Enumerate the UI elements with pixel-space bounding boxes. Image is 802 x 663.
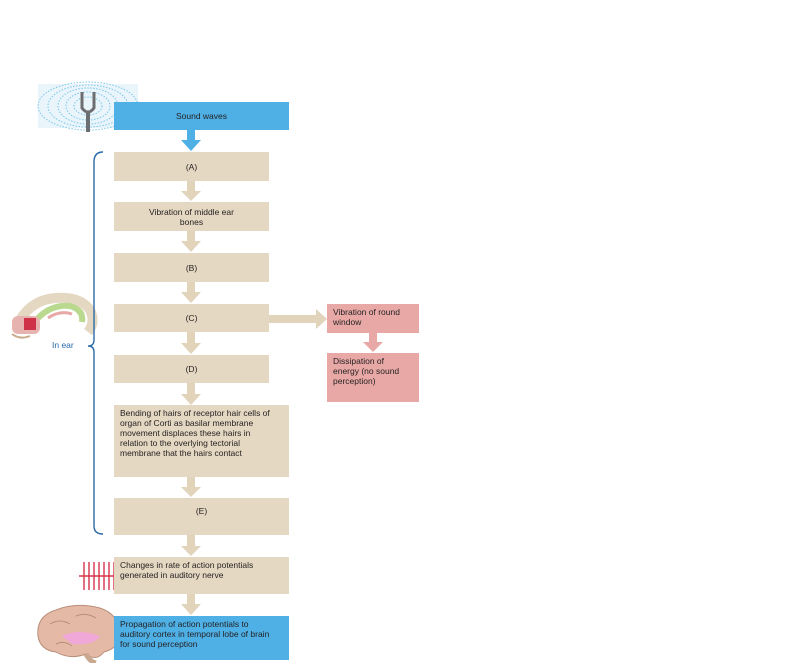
arrow-e-to-changes xyxy=(181,535,201,556)
propagation-box: Propagation of action potentials to audi… xyxy=(114,616,289,660)
step-c-label: (C) xyxy=(185,313,198,323)
sound-waves-label: Sound waves xyxy=(175,111,228,121)
arrow-c-to-d xyxy=(181,332,201,354)
round-window-label: Vibration of round window xyxy=(333,307,400,327)
step-c-box: (C) xyxy=(114,304,269,332)
sound-waves-box: Sound waves xyxy=(114,102,289,130)
step-e-box: (E) xyxy=(114,498,289,535)
arrow-d-to-bending xyxy=(181,383,201,405)
bending-hairs-box: Bending of hairs of receptor hair cells … xyxy=(114,405,289,477)
arrow-b-to-c xyxy=(181,282,201,303)
arrow-vibration-to-b xyxy=(181,231,201,252)
ear-icon xyxy=(11,292,98,339)
step-e-label: (E) xyxy=(195,505,208,516)
action-potential-rate-label: Changes in rate of action potentials gen… xyxy=(120,560,254,580)
step-b-label: (B) xyxy=(185,262,198,273)
in-ear-bracket xyxy=(87,151,104,535)
arrow-a-to-vibration xyxy=(181,181,201,201)
action-potential-rate-box: Changes in rate of action potentials gen… xyxy=(114,557,289,594)
step-b-box: (B) xyxy=(114,253,269,282)
step-a-box: (A) xyxy=(114,152,269,181)
propagation-label: Propagation of action potentials to audi… xyxy=(120,619,270,649)
dissipation-box: Dissipation of energy (no sound percepti… xyxy=(327,353,419,402)
brain-icon xyxy=(37,604,121,663)
middle-ear-bones-box: Vibration of middle ear bones xyxy=(114,202,269,231)
middle-ear-bones-label: Vibration of middle ear bones xyxy=(149,206,234,227)
bending-hairs-label: Bending of hairs of receptor hair cells … xyxy=(120,408,270,458)
step-d-label: (D) xyxy=(185,364,198,374)
step-d-box: (D) xyxy=(114,355,269,383)
dissipation-label: Dissipation of energy (no sound percepti… xyxy=(333,356,400,386)
arrow-blue xyxy=(181,130,201,151)
arrow-round-window-to-dissipation xyxy=(363,333,383,352)
in-ear-label: In ear xyxy=(52,340,74,350)
arrow-c-to-round-window xyxy=(268,309,327,329)
arrow-bending-to-e xyxy=(181,477,201,497)
arrow-changes-to-propagation xyxy=(181,594,201,615)
step-a-label: (A) xyxy=(185,161,198,172)
round-window-box: Vibration of round window xyxy=(327,304,419,333)
